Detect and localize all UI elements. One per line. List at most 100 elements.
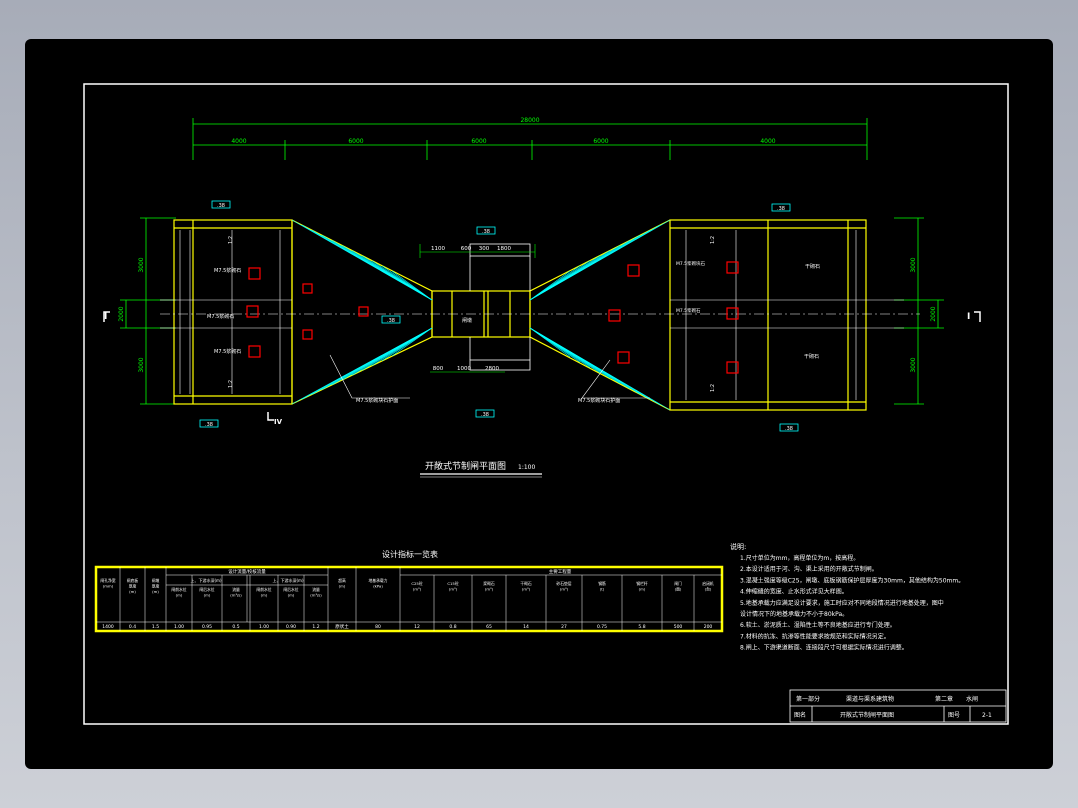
table-cell: 闸前水位: [256, 587, 271, 592]
note-item: 设计情况下的地基承载力不小于80kPa。: [740, 610, 848, 618]
fan-line: [529, 327, 571, 358]
table-cell: (m³): [449, 587, 458, 592]
note-item: 2.本设计适用于河、沟、渠上采用的开敞式节制闸。: [740, 565, 878, 573]
elevation-tag-6: .38: [481, 412, 489, 418]
table-cell: (m): [261, 593, 268, 598]
section-mark-left: [103, 311, 110, 322]
table-cell: (m): [129, 589, 136, 594]
section-mark-bottom: [267, 412, 274, 421]
table-cell: 1400: [102, 624, 114, 630]
left-middle-dimension: 2000: [118, 306, 125, 321]
elevation-tag-5: .38: [205, 422, 213, 428]
table-cell: (m): [288, 593, 295, 598]
table-cell: 0.5: [232, 624, 239, 630]
table-cell: 流量: [312, 587, 320, 592]
table-cell: (m): [152, 589, 159, 594]
table-cell: 厚度: [129, 584, 137, 589]
fan-line: [391, 327, 433, 357]
notes-heading: 说明:: [730, 542, 746, 551]
section-label-bottom: IV: [274, 418, 283, 426]
label-right-note-2: M7.5浆砌石: [676, 307, 701, 314]
table-cell: 500: [674, 624, 683, 630]
table-cell: 流量: [232, 587, 240, 592]
note-item: 6.软土、淤泥质土、湿陷性土等不良地基应进行专门处理。: [740, 621, 896, 629]
table-cell: 钢筋: [598, 581, 606, 586]
table-cell: 1.5: [152, 624, 159, 630]
elevation-tag-3: .38: [482, 229, 490, 235]
notes-list: 1.尺寸单位为mm，高程单位为m，按高程。2.本设计适用于河、沟、渠上采用的开敞…: [740, 554, 964, 652]
fan-line: [381, 327, 433, 362]
callout-left: M7.5浆砌块石护面: [356, 397, 398, 404]
table-cell: 80: [375, 624, 381, 630]
table-cell: 闸底板: [127, 578, 139, 583]
label-masonry-left-bottom: M7.5浆砌石: [214, 348, 241, 355]
label-dry-masonry-right: 干砌石: [805, 263, 820, 270]
dimension-chain-left: [120, 217, 176, 405]
gate-dim-3: 300: [479, 246, 490, 252]
table-cell: 1.00: [174, 624, 184, 630]
table-grid: [96, 567, 722, 631]
table-cell: 闸后水位: [283, 587, 298, 592]
table-cell: (m³/s): [310, 593, 322, 598]
table-cell: 0.95: [202, 624, 212, 630]
elevation-tag-4: .38: [387, 318, 395, 324]
table-cell: (t): [600, 587, 605, 592]
table-cell: 0.4: [129, 624, 136, 630]
table-cell: 闸门: [674, 581, 682, 586]
table-cell: (m³): [413, 587, 422, 592]
table-cell: 0.75: [597, 624, 607, 630]
section-mark-right: [974, 311, 981, 322]
table-cell: 厚度: [152, 584, 160, 589]
table-cell: 钢栏杆: [636, 581, 648, 586]
gate-dim-5: 800: [433, 366, 444, 372]
table-cell: 1.2: [312, 624, 319, 630]
callout-right: M7.5浆砌块石护面: [578, 397, 620, 404]
sub-dimension-5: 4000: [760, 138, 775, 145]
title-block-name: 开敞式节制闸平面图: [840, 711, 894, 719]
right-inner-lines: [160, 230, 904, 400]
sub-dimension-2: 6000: [348, 138, 363, 145]
table-cell: 闸孔净宽: [100, 578, 115, 583]
elevation-tag-1: .38: [217, 203, 225, 209]
gate-dim-1: 1100: [431, 246, 445, 252]
table-cell: 闸墩: [152, 578, 160, 583]
section-label-left: I: [104, 312, 107, 322]
table-cell: (mm): [103, 584, 114, 589]
table-cell: (m): [339, 584, 346, 589]
gate-chamber: [469, 243, 531, 371]
table-cell: 干砌石: [520, 581, 532, 586]
table-cell: (m³): [485, 587, 494, 592]
note-item: 3.混凝土强度等级C25，闸墩、底板钢筋保护层厚度为30mm，其他结构为50mm…: [740, 576, 964, 584]
table-frame: [94, 565, 724, 633]
fan-line: [529, 270, 571, 301]
gate-dim-7: 2800: [485, 366, 499, 372]
table-cell: (m): [204, 593, 211, 598]
title-block-number-label: 图号: [948, 712, 960, 719]
table-cell: 浆砌石: [483, 581, 495, 586]
table-cell: (扇): [675, 587, 682, 592]
table-cell: 27: [561, 624, 567, 630]
table-cell: (m³): [522, 587, 531, 592]
right-vertical-dimension-2: 3000: [910, 357, 917, 372]
table-cell: 14: [523, 624, 529, 630]
table-cell: 启闭机: [702, 581, 714, 586]
table-cell: 闸前水位: [171, 587, 186, 592]
table-cell: 闸后水位: [199, 587, 214, 592]
drawing-border: [83, 83, 1009, 725]
slope-fans: [291, 219, 671, 411]
elevation-tag-7: .38: [785, 426, 793, 432]
red-markers: [246, 261, 739, 374]
table-cell: 设计流量/校核流量: [228, 568, 266, 575]
table-cell: (m): [176, 593, 183, 598]
table-cell: 1.00: [259, 624, 269, 630]
label-right-note-1: M7.5浆砌块石: [676, 260, 706, 267]
dimension-chain-top: [192, 118, 868, 160]
section-label-right: I: [967, 312, 970, 322]
table-text: 设计流量/校核流量主要工程量上、下游水深(m)上、下游水深(m)闸孔净宽(mm)…: [100, 568, 713, 630]
title-block-name-label: 图名: [794, 711, 806, 719]
fan-line: [391, 270, 433, 301]
slope-label-4: 1:2: [710, 384, 716, 392]
drawing-title: 开敞式节制闸平面图: [425, 460, 506, 472]
table-cell: 上、下游水深(m): [272, 577, 303, 583]
